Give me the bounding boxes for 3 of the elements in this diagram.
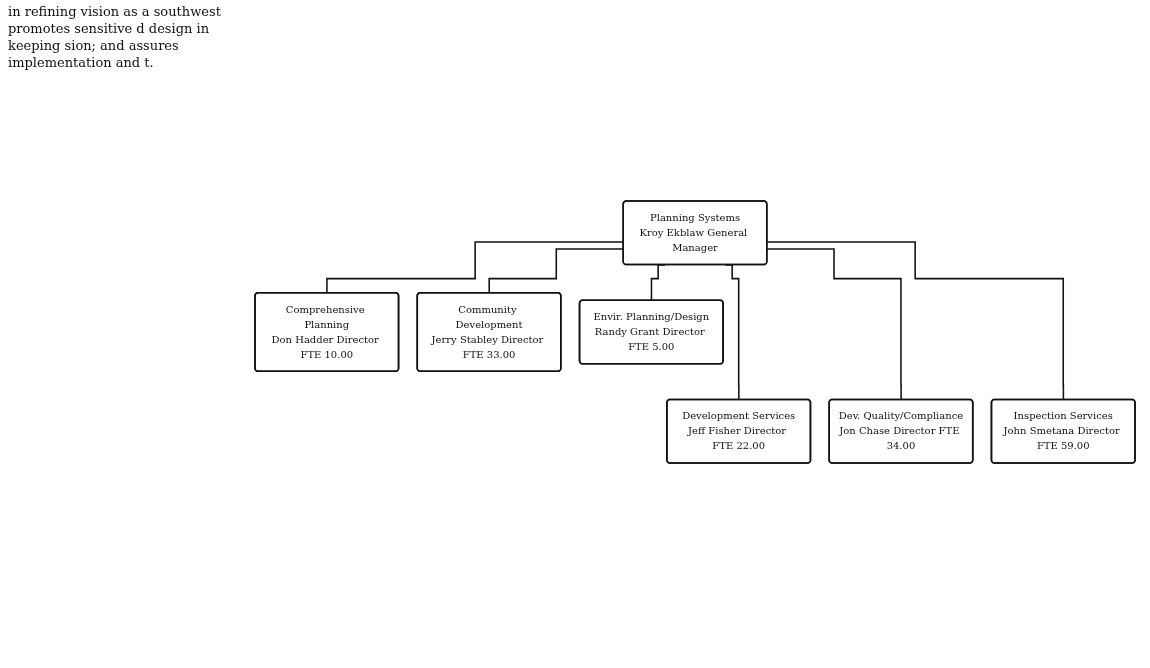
note-text: in refining vision as a southwest promotes sensitive d design in keeping sion; and assures implementation and t. xyxy=(8,4,222,72)
connector xyxy=(766,248,903,401)
connector xyxy=(766,241,1065,401)
